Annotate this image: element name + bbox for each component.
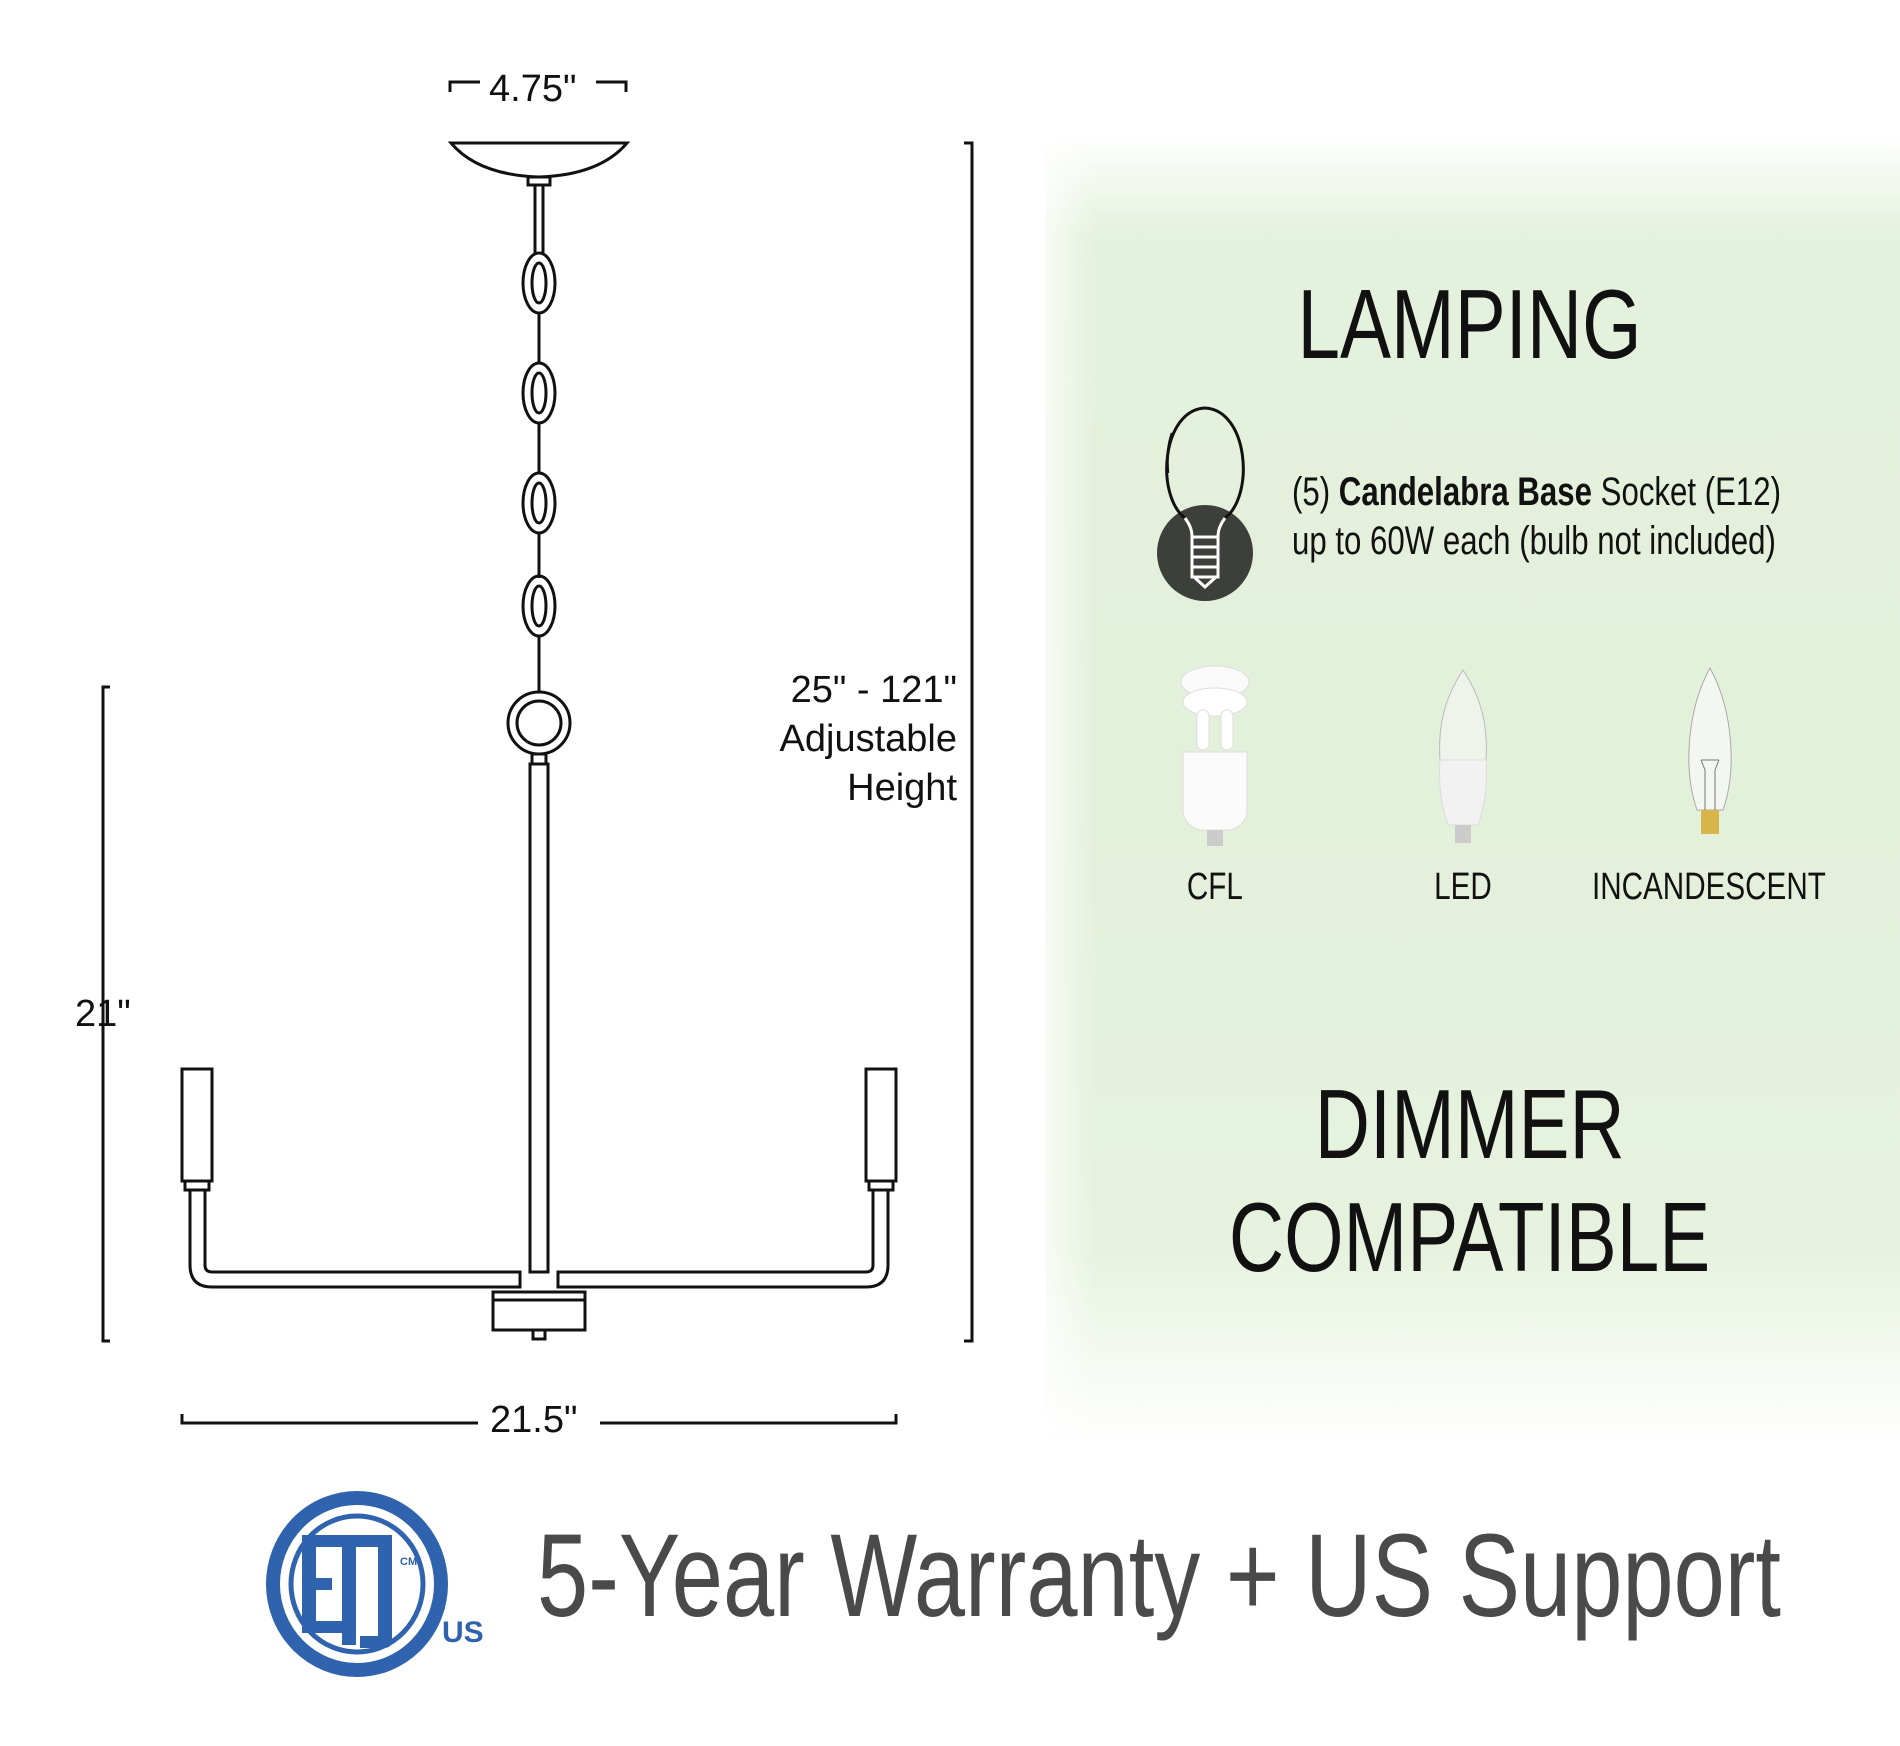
bulb-label-led: LED — [1434, 866, 1492, 908]
wattage-line: up to 60W each (bulb not included) — [1292, 519, 1776, 563]
chandelier-diagram — [101, 80, 974, 1425]
rod — [528, 762, 550, 1274]
body-width-label: 21.5" — [490, 1399, 578, 1441]
dimmer-line1: DIMMER — [1314, 1069, 1625, 1179]
cfl-bulb-image — [1180, 665, 1250, 846]
socket-suffix: Socket (E12) — [1600, 470, 1782, 514]
body-height-bracket — [101, 685, 110, 1343]
height-label-line1: Adjustable — [779, 718, 957, 760]
candelabra-bulb-icon — [1157, 406, 1253, 601]
canopy-width-label: 4.75" — [489, 68, 577, 110]
lamping-title: LAMPING — [1297, 269, 1643, 379]
body-height-label: 21" — [75, 993, 131, 1035]
incandescent-bulb-image — [1688, 666, 1732, 834]
body-width-bracket — [180, 1414, 898, 1425]
right-arm — [556, 1190, 890, 1289]
adjustable-height-label: 25" - 121" Adjustable Height — [780, 666, 957, 813]
led-bulb-image — [1439, 669, 1487, 843]
overall-height-bracket — [964, 141, 974, 1343]
canopy — [447, 141, 631, 179]
socket-count: (5) — [1292, 470, 1331, 514]
canopy-width-bracket — [448, 80, 628, 92]
dimmer-line2: COMPATIBLE — [1229, 1182, 1711, 1292]
left-arm — [188, 1190, 522, 1289]
height-label-line2: Height — [847, 767, 957, 809]
svg-text:US: US — [442, 1616, 484, 1649]
svg-text:CM: CM — [400, 1556, 417, 1568]
etl-certification-logo: CM US — [266, 1491, 484, 1677]
bulb-label-cfl: CFL — [1186, 866, 1243, 908]
socket-type: Candelabra Base — [1338, 470, 1592, 514]
height-range: 25" - 121" — [790, 669, 957, 711]
warranty-text: 5-Year Warranty + US Support — [537, 1510, 1781, 1642]
right-candle-cup — [864, 1067, 898, 1183]
bulb-label-incandescent: INCANDESCENT — [1592, 866, 1826, 908]
canopy-loop — [526, 175, 552, 187]
chain — [521, 185, 557, 692]
socket-description: (5) Candelabra Base Socket (E12) up to 6… — [1292, 468, 1781, 566]
left-candle-cup — [180, 1067, 214, 1183]
hub — [491, 1290, 587, 1332]
